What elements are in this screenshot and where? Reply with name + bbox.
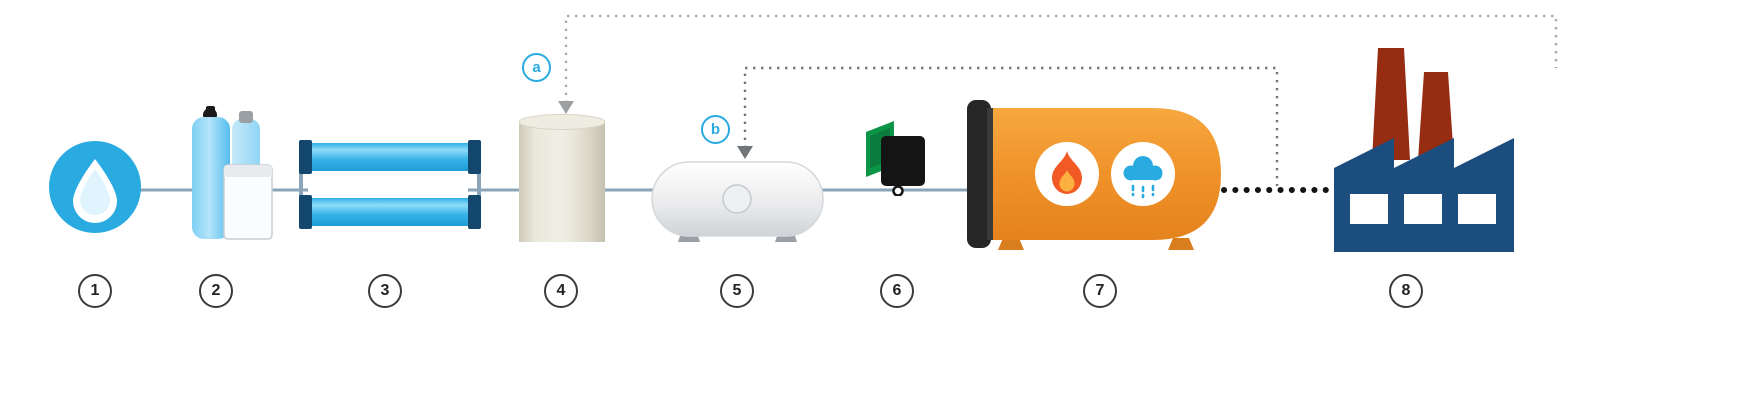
steam-cloud-icon: [1111, 142, 1175, 206]
storage-tank-icon: [519, 114, 605, 242]
pressure-tank-icon: [651, 161, 824, 242]
annotation-a-badge: a: [522, 53, 551, 82]
step-number-7: 7: [1083, 274, 1117, 308]
boiler-icon: [967, 100, 1221, 250]
step-number-8: 8: [1389, 274, 1423, 308]
valve-unit-icon: [866, 121, 925, 196]
membrane-filters-icon: [299, 140, 481, 229]
step-number-2: 2: [199, 274, 233, 308]
annotation-b-badge: b: [701, 115, 730, 144]
step-number-3: 3: [368, 274, 402, 308]
factory-icon: [1334, 48, 1514, 252]
step-number-1: 1: [78, 274, 112, 308]
water-drop-icon: [49, 141, 141, 233]
step-number-4: 4: [544, 274, 578, 308]
step-number-6: 6: [880, 274, 914, 308]
return-line-b: [743, 66, 1279, 186]
arrowhead-b-icon: [737, 146, 753, 159]
flame-icon: [1035, 142, 1099, 206]
chimney-right: [1418, 72, 1454, 160]
softener-tanks-icon: [192, 106, 273, 240]
step-number-5: 5: [720, 274, 754, 308]
chimney-left: [1372, 48, 1410, 160]
arrowhead-a-icon: [558, 101, 574, 114]
